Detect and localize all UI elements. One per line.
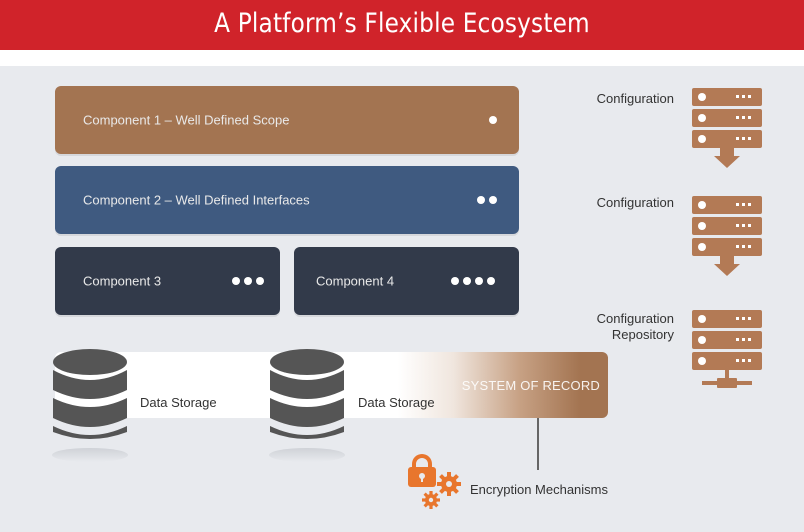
database-reflection xyxy=(52,448,128,462)
component-4-block: Component 4 xyxy=(294,247,519,315)
dot xyxy=(475,277,483,285)
configuration-label-text: Configuration xyxy=(596,195,674,210)
system-of-record-label: SYSTEM OF RECORD xyxy=(461,378,600,393)
data-storage-label-1: Data Storage xyxy=(140,395,217,410)
header-band xyxy=(0,50,804,66)
dot xyxy=(477,196,485,204)
dot xyxy=(256,277,264,285)
data-storage-label-2: Data Storage xyxy=(358,395,435,410)
component-2-dots xyxy=(477,196,497,204)
lock-gears-icon xyxy=(408,454,461,509)
configuration-label-1: Configuration xyxy=(597,91,674,106)
component-1-dots xyxy=(489,116,497,124)
component-3-block: Component 3 xyxy=(55,247,280,315)
configuration-label-text: Configuration xyxy=(596,91,674,106)
server-download-icon xyxy=(692,88,762,168)
component-2-block: Component 2 – Well Defined Interfaces xyxy=(55,166,519,234)
dot xyxy=(232,277,240,285)
configuration-label-2: Configuration xyxy=(597,195,674,210)
dot xyxy=(489,196,497,204)
component-3-label: Component 3 xyxy=(83,273,162,289)
component-4-label: Component 4 xyxy=(316,273,395,289)
component-1-block: Component 1 – Well Defined Scope xyxy=(55,86,519,154)
encryption-label: Encryption Mechanisms xyxy=(470,482,608,497)
server-network-icon xyxy=(692,310,762,388)
configuration-label-text: Configuration xyxy=(596,311,674,326)
database-reflection xyxy=(269,448,345,462)
component-4-dots xyxy=(451,277,495,285)
connector-line xyxy=(537,418,539,470)
server-download-icon xyxy=(692,196,762,276)
header-bar: A Platform’s Flexible Ecosystem xyxy=(0,0,804,50)
configuration-label-text: Repository xyxy=(611,327,674,342)
dot xyxy=(487,277,495,285)
dot xyxy=(463,277,471,285)
dot xyxy=(489,116,497,124)
configuration-repository-label: Configuration Repository xyxy=(597,311,674,343)
dot xyxy=(451,277,459,285)
dot xyxy=(244,277,252,285)
component-1-label: Component 1 – Well Defined Scope xyxy=(83,112,290,128)
component-3-dots xyxy=(232,277,264,285)
component-2-label: Component 2 – Well Defined Interfaces xyxy=(83,192,310,208)
database-icon xyxy=(53,349,127,439)
database-icon xyxy=(270,349,344,439)
page-title: A Platform’s Flexible Ecosystem xyxy=(214,8,590,39)
